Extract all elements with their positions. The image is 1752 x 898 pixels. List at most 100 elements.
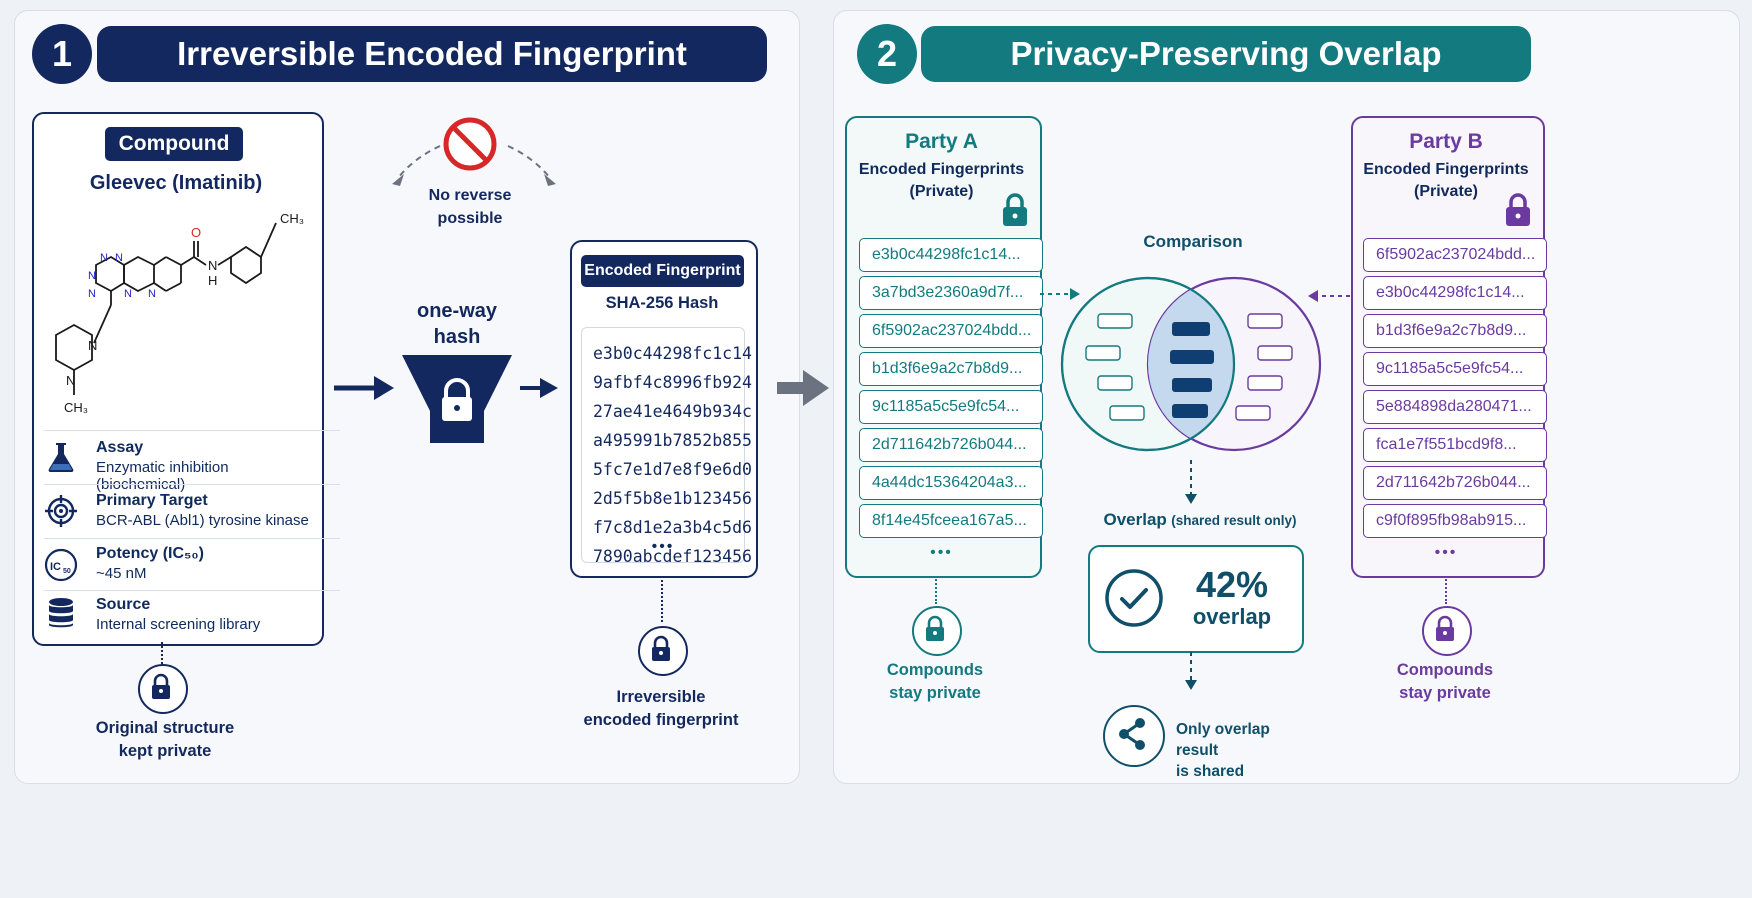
arrow-to-share xyxy=(1185,652,1197,690)
hash-pill: e3b0c44298fc1c14... xyxy=(859,238,1043,272)
svg-text:N: N xyxy=(124,288,132,300)
target-icon xyxy=(45,495,77,527)
hash-ellipsis: ••• xyxy=(651,538,675,555)
subtitle-line: Encoded Fingerprints xyxy=(1363,161,1529,178)
hash-pill: 4a44dc15364204a3... xyxy=(859,466,1043,500)
arrow-from-party-b xyxy=(1308,290,1350,302)
hash-funnel xyxy=(402,355,512,443)
lock-icon xyxy=(442,378,472,421)
party-a-name: Party A xyxy=(905,130,978,153)
overlap-heading: Overlap (shared result only) xyxy=(1100,510,1300,530)
svg-text:N: N xyxy=(88,270,96,282)
hash-line: f7c8d1e2a3b4c5d6 xyxy=(593,518,752,537)
caption-line: Compounds xyxy=(886,661,984,679)
caption-line: Original structure xyxy=(95,719,235,737)
fingerprint-caption: Irreversible encoded fingerprint xyxy=(580,686,742,732)
caption-line: encoded fingerprint xyxy=(583,711,739,729)
lock-badge-party-b xyxy=(1422,606,1472,656)
section-1-title: Irreversible Encoded Fingerprint xyxy=(97,26,767,82)
compound-name: Gleevec (Imatinib) xyxy=(89,172,263,194)
atom-methyl-top: CH₃ xyxy=(280,211,304,226)
svg-text:N: N xyxy=(100,252,108,264)
subtitle-line: Encoded Fingerprints xyxy=(858,161,1025,178)
overlap-note: (shared result only) xyxy=(1171,513,1297,528)
dashed-connector xyxy=(161,642,163,664)
subtitle-line: (Private) xyxy=(909,183,974,200)
hash-line: 7890abcdef123456 xyxy=(593,547,752,566)
hash-pill: 9c1185a5c5e9fc54... xyxy=(859,390,1043,424)
comparison-label: Comparison xyxy=(1143,232,1243,251)
checkmark-icon xyxy=(1105,569,1163,627)
flask-icon xyxy=(48,443,74,472)
caption-line: hash xyxy=(433,326,481,348)
lock-icon xyxy=(1436,615,1454,641)
section-2-title: Privacy-Preserving Overlap xyxy=(921,26,1531,82)
svg-text:50: 50 xyxy=(63,568,71,575)
property-source: Source Internal screening library xyxy=(32,592,320,638)
step-number-1: 1 xyxy=(32,24,92,84)
atom-n-pip1: N xyxy=(88,338,97,353)
property-title: Source xyxy=(96,596,151,613)
lock-icon xyxy=(1003,193,1027,226)
hash-line: e3b0c44298fc1c14 xyxy=(593,344,752,363)
party-b-name: Party B xyxy=(1409,130,1483,153)
hash-pill: b1d3f6e9a2c7b8d9... xyxy=(1363,314,1547,348)
overlap-label: Overlap xyxy=(1103,510,1167,529)
property-title: Potency (IC₅₀) xyxy=(96,545,204,562)
property-value: Internal screening library xyxy=(96,616,261,633)
lock-icon xyxy=(926,615,944,641)
svg-text:N: N xyxy=(88,288,96,300)
lock-badge-fingerprint xyxy=(638,626,688,676)
atom-n-pip2: N xyxy=(66,373,75,388)
structure-caption: Original structure kept private xyxy=(90,717,240,763)
share-icon xyxy=(1119,718,1145,750)
hash-pill: e3b0c44298fc1c14... xyxy=(1363,276,1547,310)
caption-line: kept private xyxy=(118,742,212,760)
hash-pill: fca1e7f551bcd9f8... xyxy=(1363,428,1547,462)
party-a-ellipsis: ••• xyxy=(930,544,953,561)
property-title: Assay xyxy=(96,439,144,456)
no-reverse-graphic xyxy=(392,117,556,186)
caption-line: one-way xyxy=(416,300,498,322)
party-b-hash-list: 6f5902ac237024bdd... e3b0c44298fc1c14...… xyxy=(1349,238,1547,538)
hash-pill: 6f5902ac237024bdd... xyxy=(859,314,1043,348)
lock-badge-structure xyxy=(138,664,188,714)
database-icon xyxy=(49,598,73,628)
caption-line: Only overlap result xyxy=(1176,721,1270,759)
caption-line: stay private xyxy=(889,684,981,702)
atom-methyl-bottom: CH₃ xyxy=(64,400,88,415)
caption-line: No reverse xyxy=(428,187,512,204)
caption-line: stay private xyxy=(1399,684,1491,702)
property-assay: Assay Enzymatic inhibition (biochemical) xyxy=(32,432,320,493)
caption-line: Irreversible xyxy=(616,688,706,706)
party-b-subtitle: Encoded Fingerprints (Private) xyxy=(1353,159,1539,203)
property-value: BCR-ABL (Abl1) tyrosine kinase xyxy=(96,512,309,529)
lock-icon xyxy=(652,635,670,661)
svg-text:N: N xyxy=(115,252,123,264)
fingerprint-label: Encoded Fingerprint xyxy=(581,255,744,287)
atom-h: H xyxy=(208,273,217,288)
compound-card xyxy=(32,112,324,646)
hash-line: 5fc7e1d7e8f9e6d0 xyxy=(593,460,752,479)
party-a-hash-list: e3b0c44298fc1c14... 3a7bd3e2360a9d7f... … xyxy=(845,238,1043,538)
property-value: Enzymatic inhibition (biochemical) xyxy=(96,459,229,493)
big-arrow xyxy=(777,370,829,406)
dashed-connector xyxy=(1445,576,1447,604)
svg-text:N: N xyxy=(148,288,156,300)
no-reverse-caption: No reverse possible xyxy=(400,184,540,230)
hash-pill: c9f0f895fb98ab915... xyxy=(1363,504,1547,538)
hash-pill: 6f5902ac237024bdd... xyxy=(1363,238,1547,272)
hash-pill: 5e884898da280471... xyxy=(1363,390,1547,424)
hash-pill: 8f14e45fceea167a5... xyxy=(859,504,1043,538)
dashed-connector xyxy=(935,576,937,604)
hash-pill: 3a7bd3e2360a9d7f... xyxy=(859,276,1043,310)
arrow-to-overlap xyxy=(1185,460,1197,504)
party-b-ellipsis: ••• xyxy=(1434,544,1458,561)
arrow-out-hash xyxy=(520,378,558,398)
share-caption: Only overlap result is shared xyxy=(1176,719,1306,782)
party-a-caption: Compounds stay private xyxy=(870,659,1000,705)
fingerprint-subtitle: SHA-256 Hash xyxy=(605,294,719,312)
overlap-unit: overlap xyxy=(1192,604,1272,629)
